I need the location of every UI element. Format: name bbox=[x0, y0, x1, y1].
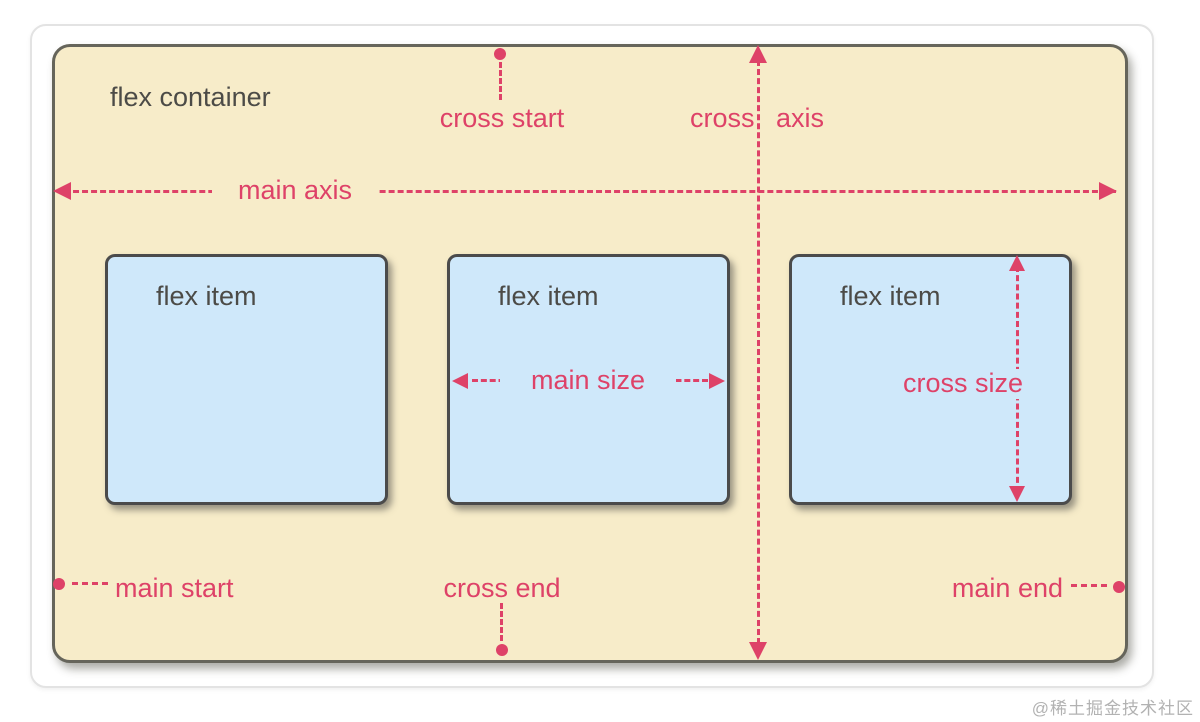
arrow-up-icon bbox=[1009, 255, 1025, 271]
watermark: @稀土掘金技术社区 bbox=[1031, 699, 1194, 718]
arrow-right-icon bbox=[1099, 182, 1117, 200]
cross-start-line bbox=[499, 62, 502, 100]
cross-end-line bbox=[500, 603, 503, 641]
cross-axis-label: cross axis bbox=[690, 103, 825, 133]
main-start-dash bbox=[72, 582, 108, 585]
main-end-label: main end bbox=[951, 573, 1063, 603]
arrow-right-icon bbox=[709, 373, 725, 389]
cross-axis-line bbox=[757, 60, 760, 644]
main-end-dot-icon bbox=[1113, 581, 1125, 593]
flex-item-label: flex item bbox=[498, 281, 599, 311]
arrow-up-icon bbox=[749, 45, 767, 63]
main-start-dot-icon bbox=[53, 578, 65, 590]
arrow-left-icon bbox=[452, 373, 468, 389]
flex-item-label: flex item bbox=[840, 281, 941, 311]
cross-start-label: cross start bbox=[439, 103, 565, 133]
flex-item-label: flex item bbox=[156, 281, 257, 311]
arrow-down-icon bbox=[749, 642, 767, 660]
cross-start-dot-icon bbox=[494, 48, 506, 60]
main-end-dash bbox=[1071, 584, 1107, 587]
cross-size-label: cross size bbox=[899, 368, 1028, 399]
flex-item: flex item bbox=[105, 254, 388, 505]
arrow-left-icon bbox=[53, 182, 71, 200]
main-axis-line bbox=[64, 190, 1116, 193]
flex-container-label: flex container bbox=[110, 82, 271, 112]
cross-end-label: cross end bbox=[443, 573, 561, 603]
main-start-label: main start bbox=[115, 573, 234, 603]
main-axis-label: main axis bbox=[212, 175, 379, 206]
main-size-label: main size bbox=[500, 365, 676, 396]
arrow-down-icon bbox=[1009, 486, 1025, 502]
cross-end-dot-icon bbox=[496, 644, 508, 656]
